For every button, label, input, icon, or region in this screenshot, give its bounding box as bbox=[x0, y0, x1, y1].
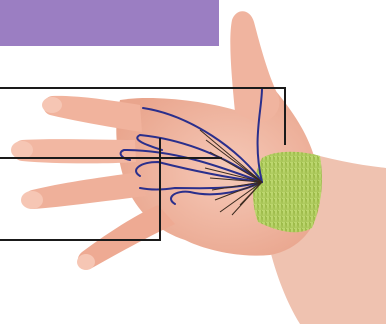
green-pad bbox=[253, 152, 322, 233]
ring-tip bbox=[21, 191, 43, 209]
thumb bbox=[230, 11, 279, 122]
ring-finger bbox=[24, 172, 146, 209]
little-tip bbox=[77, 254, 95, 270]
index-tip bbox=[42, 97, 62, 113]
middle-tip bbox=[11, 141, 33, 159]
